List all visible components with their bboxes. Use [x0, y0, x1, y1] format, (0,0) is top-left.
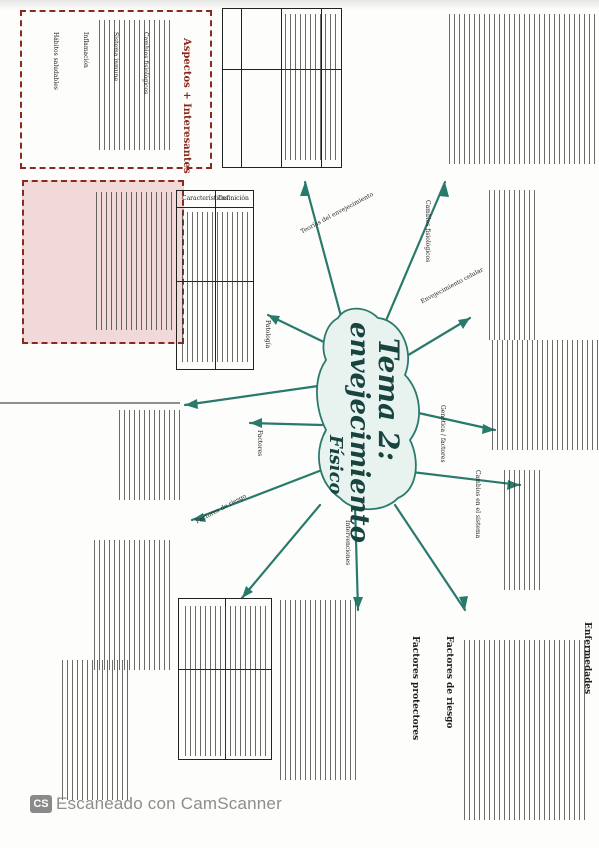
scan-edge [0, 0, 599, 10]
bottom-center-notes [276, 600, 356, 780]
mid-left-table [176, 190, 254, 370]
aspects-bullet-1: Cambios fisiológicos [142, 32, 149, 95]
camscanner-watermark: CS Escaneado con CamScanner [30, 794, 282, 814]
branch-label-2: Cambios fisiológicos [424, 200, 431, 263]
branch-left-3 [183, 383, 327, 407]
table-header-2: Definición [218, 195, 249, 202]
aspects-box-lines [95, 20, 170, 150]
aspects-box [20, 10, 212, 169]
central-cloud [316, 307, 420, 511]
upper-right-notes [445, 14, 595, 164]
branch-label-4: Genética / factores [439, 405, 446, 463]
central-title: Tema 2: [372, 338, 405, 461]
pink-summary-box [22, 180, 184, 344]
aspects-bullet-4: Hábitos saludables [52, 32, 59, 90]
aspects-bullet-3: Inflamación [82, 32, 89, 68]
heading-protective-factors: Factores protectores [410, 636, 420, 741]
top-table [222, 8, 342, 168]
right-mid-notes [488, 340, 598, 450]
camscanner-text: Escaneado con CamScanner [56, 794, 282, 813]
left-bottom-notes [90, 540, 170, 670]
branch-down-right [393, 503, 467, 612]
mid-table-lines [178, 212, 248, 362]
branch-up-right [380, 180, 447, 332]
small-label-1: Patología [264, 320, 271, 349]
bottom-table-lines [181, 606, 266, 756]
left-lower-notes [58, 660, 128, 800]
branch-right-2 [403, 408, 497, 432]
branch-down [353, 503, 360, 612]
right-upper-notes [485, 190, 535, 340]
right-lower-mid-notes [500, 470, 540, 590]
aspects-bullet-2: Sistema inmune [112, 32, 119, 81]
small-label-2: Factores [256, 430, 263, 457]
camscanner-icon: CS [30, 795, 52, 813]
branch-right-1 [398, 316, 472, 362]
aspects-box-title: Aspectos + Interesantes [181, 38, 192, 174]
heading-risk-factors: Factores de riesgo [444, 636, 454, 729]
table-header-1: Características [182, 195, 229, 202]
branch-left-4 [266, 313, 332, 347]
top-table-lines [281, 14, 336, 160]
branch-down-left [240, 503, 322, 600]
branch-label-7: Intervenciones [344, 520, 351, 566]
left-mid-notes [115, 410, 180, 500]
central-subtitle: envejecimiento [344, 322, 374, 543]
central-subtitle-2: Físico [325, 435, 346, 495]
branch-up-left [303, 180, 344, 322]
branch-left-1 [190, 468, 324, 522]
bottom-right-notes [460, 640, 585, 820]
branch-label-5: Cambios en el sistema [474, 470, 481, 539]
pink-box-lines [92, 192, 172, 330]
